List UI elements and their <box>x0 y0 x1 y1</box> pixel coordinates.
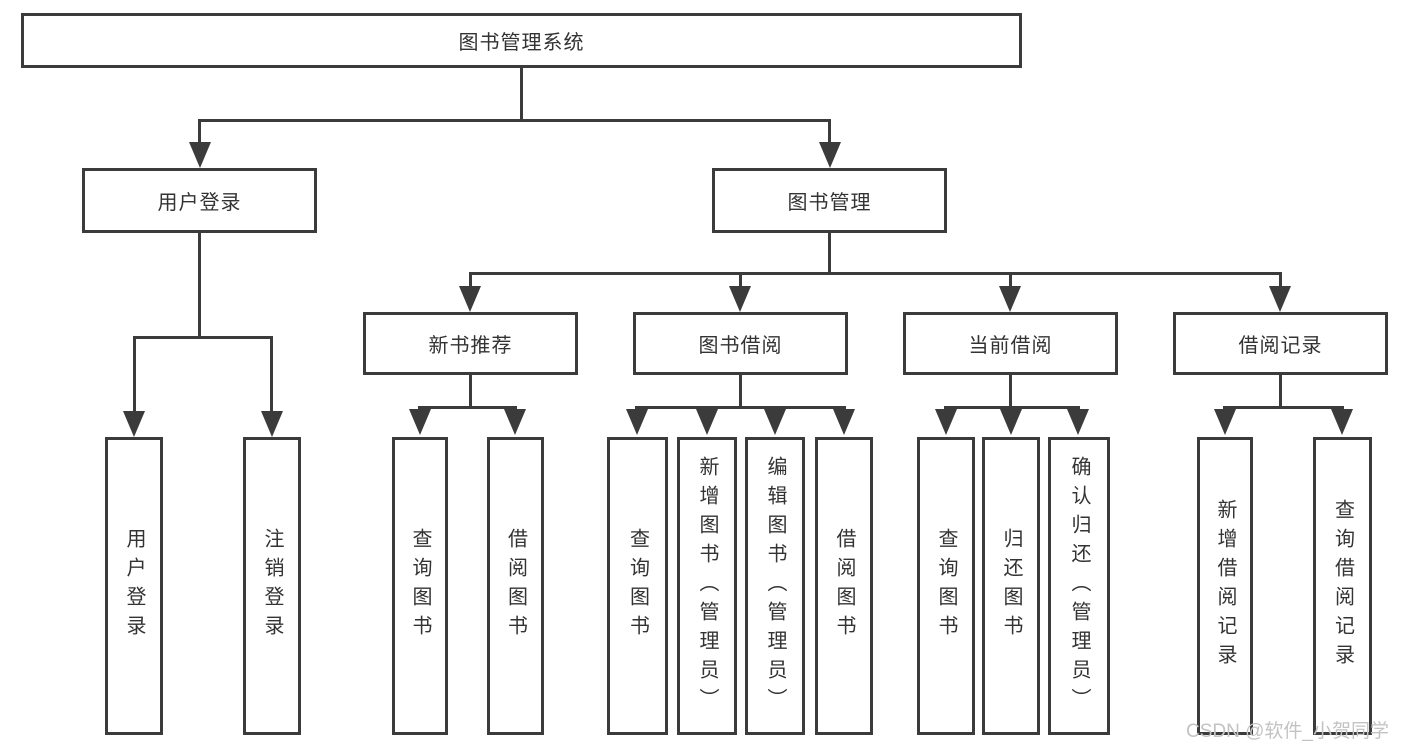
connector-vline <box>828 233 831 275</box>
connector-hline <box>418 406 517 409</box>
leaf-record-query-borrow-record-label: 查询借阅记录 <box>1331 499 1354 673</box>
arrow-down-icon <box>1269 286 1291 312</box>
leaf-borrow-edit-books-admin-label: 编辑图书（管理员） <box>764 455 786 717</box>
leaf-borrow-add-books-admin-label: 新增图书（管理员） <box>696 455 718 717</box>
leaf-newrec-query-books: 查询图书 <box>392 437 448 735</box>
node-book-borrowing: 图书借阅 <box>633 312 848 375</box>
leaf-borrow-add-books-admin: 新增图书（管理员） <box>677 437 737 735</box>
connector-vline <box>133 336 136 411</box>
leaf-borrow-query-books: 查询图书 <box>607 437 668 735</box>
watermark: CSDN @软件_小贺同学 <box>1186 721 1389 742</box>
arrow-down-icon <box>729 286 751 312</box>
connector-vline <box>1009 375 1012 409</box>
connector-hline <box>1223 406 1344 409</box>
node-borrowing-records-label: 借阅记录 <box>1238 335 1323 357</box>
leaf-record-add-borrow-record: 新增借阅记录 <box>1197 437 1253 735</box>
connector-hline <box>198 119 831 122</box>
leaf-newrec-borrow-books: 借阅图书 <box>487 437 544 735</box>
node-user-login: 用户登录 <box>82 168 317 233</box>
leaf-current-confirm-return-admin-label: 确认归还（管理员） <box>1068 455 1090 717</box>
arrow-down-icon <box>261 411 283 437</box>
connector-hline <box>635 406 846 409</box>
leaf-user-login: 用户登录 <box>105 437 163 735</box>
connector-hline <box>944 406 1080 409</box>
leaf-newrec-query-books-label: 查询图书 <box>409 528 431 644</box>
arrow-down-icon <box>1067 409 1089 435</box>
leaf-logout-label: 注销登录 <box>261 528 283 644</box>
leaf-current-return-books: 归还图书 <box>982 437 1040 735</box>
connector-vline <box>520 68 523 119</box>
connector-vline <box>198 119 201 142</box>
leaf-record-add-borrow-record-label: 新增借阅记录 <box>1214 499 1236 673</box>
connector-vline <box>1009 272 1012 286</box>
connector-vline <box>739 272 742 286</box>
connector-vline <box>469 272 472 286</box>
arrow-down-icon <box>504 409 526 435</box>
node-library-system-label: 图书管理系统 <box>458 32 585 54</box>
arrow-down-icon <box>833 409 855 435</box>
node-current-borrowing: 当前借阅 <box>903 312 1118 375</box>
arrow-down-icon <box>626 409 648 435</box>
connector-hline <box>469 272 1282 275</box>
node-new-book-recommend: 新书推荐 <box>363 312 578 375</box>
leaf-current-query-books-label: 查询图书 <box>935 528 957 644</box>
leaf-borrow-edit-books-admin: 编辑图书（管理员） <box>745 437 805 735</box>
leaf-current-query-books: 查询图书 <box>917 437 975 735</box>
arrow-down-icon <box>764 409 786 435</box>
connector-hline <box>133 336 273 339</box>
arrow-down-icon <box>696 409 718 435</box>
node-book-management: 图书管理 <box>712 168 947 233</box>
connector-vline <box>1279 272 1282 286</box>
arrow-down-icon <box>1000 409 1022 435</box>
connector-vline <box>270 336 273 411</box>
leaf-borrow-borrow-books-label: 借阅图书 <box>833 528 855 644</box>
node-library-system: 图书管理系统 <box>21 13 1022 68</box>
connector-vline <box>739 375 742 409</box>
arrow-down-icon <box>1214 409 1236 435</box>
node-book-management-label: 图书管理 <box>787 192 872 214</box>
arrow-down-icon <box>459 286 481 312</box>
leaf-borrow-borrow-books: 借阅图书 <box>815 437 873 735</box>
node-new-book-recommend-label: 新书推荐 <box>428 335 513 357</box>
leaf-user-login-label: 用户登录 <box>123 528 145 644</box>
node-current-borrowing-label: 当前借阅 <box>968 335 1053 357</box>
leaf-current-return-books-label: 归还图书 <box>1000 528 1022 644</box>
arrow-down-icon <box>189 142 211 168</box>
leaf-newrec-borrow-books-label: 借阅图书 <box>504 528 527 644</box>
node-user-login-label: 用户登录 <box>157 192 242 214</box>
leaf-borrow-query-books-label: 查询图书 <box>626 528 649 644</box>
leaf-logout: 注销登录 <box>243 437 301 735</box>
connector-vline <box>198 233 201 338</box>
node-borrowing-records: 借阅记录 <box>1173 312 1388 375</box>
node-book-borrowing-label: 图书借阅 <box>698 335 783 357</box>
arrow-down-icon <box>1331 409 1353 435</box>
arrow-down-icon <box>935 409 957 435</box>
connector-vline <box>469 375 472 409</box>
connector-vline <box>828 119 831 142</box>
leaf-record-query-borrow-record: 查询借阅记录 <box>1313 437 1372 735</box>
leaf-current-confirm-return-admin: 确认归还（管理员） <box>1048 437 1110 735</box>
arrow-down-icon <box>999 286 1021 312</box>
arrow-down-icon <box>819 142 841 168</box>
arrow-down-icon <box>409 409 431 435</box>
arrow-down-icon <box>123 411 145 437</box>
connector-vline <box>1279 375 1282 409</box>
